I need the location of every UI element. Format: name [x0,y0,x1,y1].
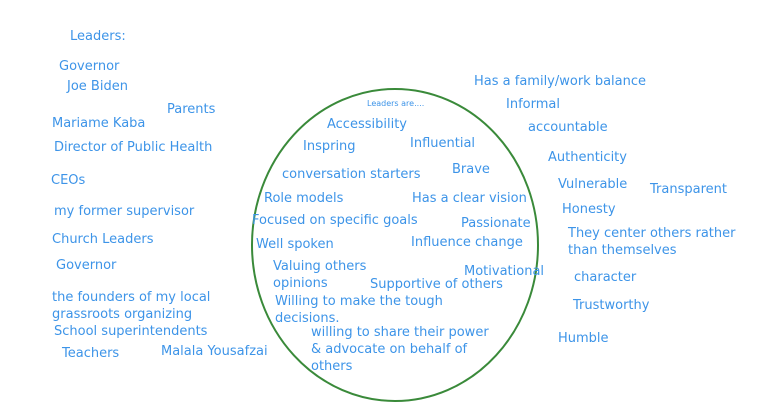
leader-item: the founders of my local grassroots orga… [52,290,211,322]
trait-item: Motivational [464,264,545,279]
circle-title: Leaders are.... [367,99,425,108]
trait-item: willing to share their power & advocate … [311,325,489,374]
leader-item: Joe Biden [67,79,128,94]
trait-item: Influential [410,136,476,151]
trait-item: Humble [558,331,609,346]
trait-item: Willing to make the tough decisions. [275,294,443,326]
trait-item: Supportive of others [370,277,503,292]
trait-item: Inspring [303,139,356,154]
trait-item: conversation starters [282,167,421,182]
leader-item: Governor [56,258,117,273]
trait-item: Has a family/work balance [474,74,647,89]
trait-item: Transparent [650,182,727,197]
trait-item: Has a clear vision [412,191,527,206]
leader-item: School superintendents [54,324,208,339]
leaders-heading: Leaders: [70,29,126,44]
leader-item: Mariame Kaba [52,116,146,131]
trait-item: Vulnerable [558,177,628,192]
leader-item: Malala Yousafzai [161,344,268,359]
trait-item: Accessibility [327,117,407,132]
trait-item: Trustworthy [573,298,650,313]
leader-item: Parents [167,102,216,117]
trait-item: character [574,270,637,285]
trait-item: Authenticity [548,150,627,165]
leader-item: CEOs [51,173,86,188]
trait-item: They center others rather than themselve… [568,226,736,258]
trait-item: Brave [452,162,490,177]
trait-item: Focused on specific goals [252,213,418,228]
trait-item: accountable [528,120,608,135]
trait-item: Influence change [411,235,523,250]
circle-outline [251,88,539,402]
leader-item: Church Leaders [52,232,154,247]
trait-item: Passionate [461,216,531,231]
leader-item: Governor [59,59,120,74]
trait-item: Honesty [562,202,616,217]
trait-item: Well spoken [256,237,334,252]
leader-item: my former supervisor [54,204,195,219]
trait-item: Valuing others opinions [273,259,367,291]
leader-item: Teachers [62,346,120,361]
trait-item: Role models [264,191,344,206]
leader-item: Director of Public Health [54,140,213,155]
trait-item: Informal [506,97,560,112]
